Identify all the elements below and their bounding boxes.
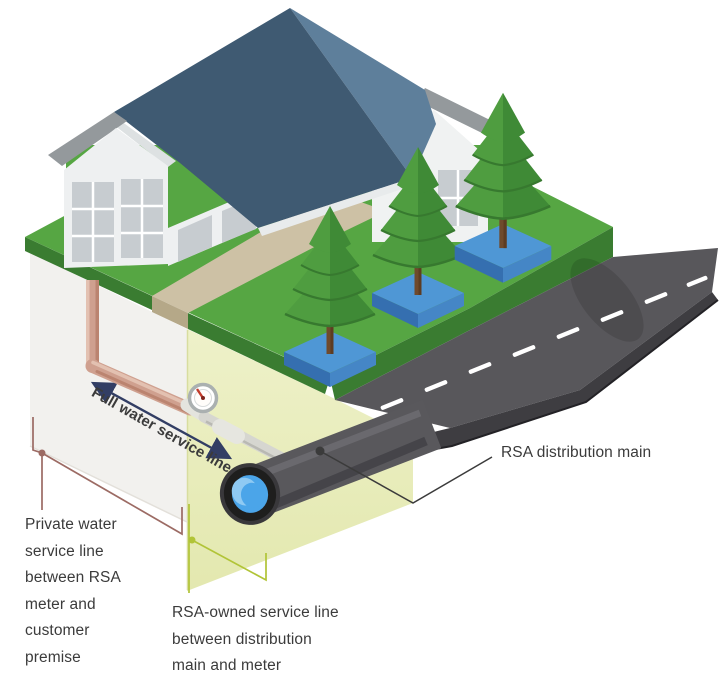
water-meter — [187, 382, 219, 414]
road-trench-shadow — [570, 258, 644, 342]
full-service-line-arrow — [90, 381, 233, 460]
roof-dark-face — [114, 8, 412, 228]
grass-front-side-right — [188, 313, 330, 394]
rsa-owned-leader-dot — [188, 536, 196, 544]
road-center-dashes — [380, 275, 708, 410]
leader-lines — [32, 417, 493, 593]
walkway-top — [152, 193, 372, 313]
distribution-main-leader — [319, 450, 493, 504]
house — [48, 8, 492, 268]
roof-light-face — [290, 8, 436, 178]
window — [178, 215, 212, 262]
distribution-main-pipe — [219, 399, 442, 525]
road-surface — [335, 248, 718, 428]
road — [335, 248, 719, 454]
rsa-owned-service-line-label: RSA-owned service line between distribut… — [172, 604, 339, 674]
roof-gutter — [258, 178, 414, 236]
grass-front-side — [25, 237, 152, 310]
pipe-coupling — [212, 419, 245, 444]
private-service-line-label: Private water service line between RSA m… — [25, 516, 121, 666]
right-gable-fascia — [417, 88, 492, 134]
pipe-opening — [219, 463, 281, 525]
walkway — [152, 193, 372, 329]
road-side-face — [413, 292, 718, 453]
left-gable-fascia — [48, 112, 127, 166]
private-section-bottom-edge — [29, 445, 188, 523]
roof-soffit — [114, 116, 176, 167]
rsa-owned-leader — [188, 504, 267, 593]
copper-service-pipe — [85, 280, 197, 416]
distribution-main-label: RSA distribution main — [501, 444, 652, 461]
grass-road-side — [330, 227, 613, 400]
private-leader-dot — [38, 449, 46, 457]
walkway-side — [152, 296, 188, 329]
